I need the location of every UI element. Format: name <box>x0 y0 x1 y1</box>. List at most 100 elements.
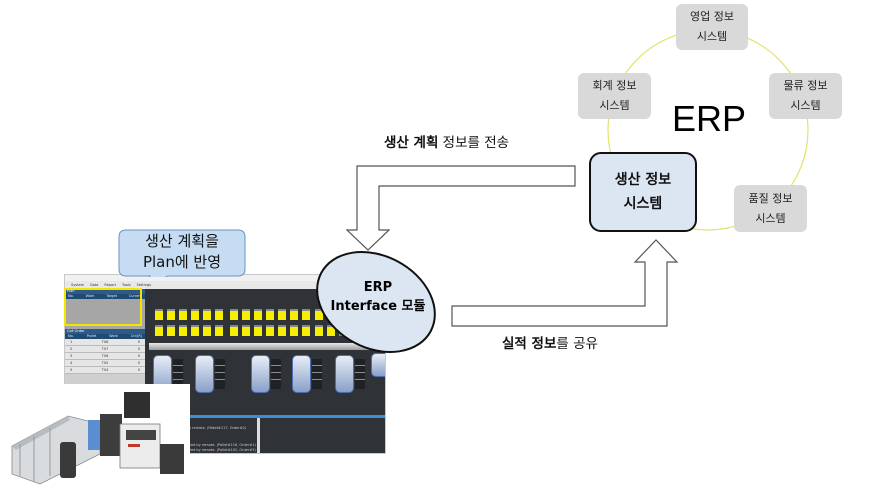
production-system-box: 생산 정보 시스템 <box>589 152 697 232</box>
pallet-slot <box>290 309 298 320</box>
machine-status-panel <box>312 359 322 389</box>
interface-module-line1: ERP <box>363 280 393 295</box>
call-col-no: No. <box>68 334 74 338</box>
row-cnt: 0 <box>137 340 140 344</box>
row-no: 3 <box>70 354 73 358</box>
interface-module-label: ERP Interface 모듈 <box>316 278 440 316</box>
pallet-slot <box>191 309 199 320</box>
row-no: 4 <box>70 361 73 365</box>
plan-col-target: Target <box>106 294 118 298</box>
transfer-rail <box>149 343 385 350</box>
log-line: y remote. (Pallet#117, Order#2) <box>189 426 247 430</box>
row-cnt: 0 <box>137 354 140 358</box>
machine-status-panel <box>173 359 183 389</box>
pallet-slot <box>266 325 274 336</box>
row-cnt: 0 <box>137 361 140 365</box>
sw-menu-tools: Tools <box>122 283 131 287</box>
call-order-row: 1 T06 0 <box>65 339 145 346</box>
pallet-slot <box>302 325 310 336</box>
pallet-slot <box>215 309 223 320</box>
pallet-slot <box>315 325 323 336</box>
send-plan-label-rest: 정보를 전송 <box>438 135 510 151</box>
row-pallet: T06 <box>101 340 109 344</box>
pallet-slot <box>230 325 238 336</box>
plan-col-current: Current <box>128 294 142 298</box>
plan-panel-columns: No. Work Target Current <box>65 294 145 299</box>
call-col-cnt: Cnt(R) <box>130 334 142 338</box>
pallet-slot <box>179 309 187 320</box>
share-results-label: 실적 정보를 공유 <box>502 332 598 352</box>
log-panel-header <box>149 415 385 418</box>
sw-titlebar <box>65 275 385 281</box>
machine-unit <box>371 353 385 377</box>
log-line: lled by remote. (Pallet#102, Order#3) <box>189 448 256 452</box>
callout-text: 생산 계획을 Plan에 반영 <box>118 231 246 273</box>
callout-bubble <box>118 229 246 277</box>
quality-system-line2: 시스템 <box>755 211 786 225</box>
row-pallet: T05 <box>101 361 109 365</box>
send-plan-label: 생산 계획 정보를 전송 <box>384 131 509 151</box>
sw-menu-data: Data <box>90 283 99 287</box>
row-cnt: 0 <box>137 347 140 351</box>
fms-machine-illustration <box>11 392 184 485</box>
sales-system-box: 영업 정보 시스템 <box>676 4 748 50</box>
pallet-slot <box>302 309 310 320</box>
call-order-row: 5 T04 0 <box>65 367 145 374</box>
row-no: 5 <box>70 368 73 372</box>
row-pallet: T04 <box>101 368 109 372</box>
pallet-slot <box>155 325 163 336</box>
sales-system-line2: 시스템 <box>696 30 728 43</box>
pallet-slot <box>290 325 298 336</box>
machine-status-panel <box>215 359 225 389</box>
machine-status-panel <box>355 359 365 389</box>
send-plan-arrow <box>345 165 576 251</box>
machine-status-panel <box>271 359 281 389</box>
pallet-slot <box>167 325 175 336</box>
machine-unit <box>292 355 311 393</box>
sw-menubar: System Data Report Tools Settings <box>65 281 385 289</box>
accounting-system-line2: 시스템 <box>599 99 630 112</box>
pallet-slot <box>242 325 250 336</box>
row-no: 2 <box>70 347 73 351</box>
pallet-slot <box>278 325 286 336</box>
accounting-system-box: 회계 정보 시스템 <box>578 73 651 119</box>
plan-col-no: No. <box>68 294 74 298</box>
sales-system-line1: 영업 정보 <box>690 10 734 23</box>
production-system-line2: 시스템 <box>623 196 663 212</box>
fms-machine-photo <box>0 384 190 492</box>
plan-panel-title: Plan <box>65 289 145 294</box>
pallet-slot <box>191 325 199 336</box>
pallet-slot <box>266 309 274 320</box>
quality-system-line1: 품질 정보 <box>748 191 793 205</box>
pallet-slot <box>327 325 335 336</box>
machine-unit <box>195 355 214 393</box>
pallet-slot <box>215 325 223 336</box>
log-line: lled by remote. (Pallet#116, Order#1) <box>189 443 256 447</box>
pallet-slot <box>203 325 211 336</box>
pallet-slot <box>351 325 359 336</box>
call-order-columns: No. Pallet Work Cnt(R) <box>65 334 145 339</box>
pallet-slot <box>254 309 262 320</box>
callout-line1: 생산 계획을 <box>145 232 219 250</box>
logistics-system-line2: 시스템 <box>790 99 821 112</box>
call-order-row: 2 T07 0 <box>65 346 145 353</box>
row-cnt: 0 <box>137 368 140 372</box>
pallet-slot <box>203 309 211 320</box>
call-col-pallet: Pallet <box>86 334 97 338</box>
row-pallet: T07 <box>101 347 109 351</box>
pallet-slot <box>254 325 262 336</box>
pallet-slot <box>179 325 187 336</box>
callout-line2: Plan에 반영 <box>142 253 222 271</box>
sw-menu-report: Report <box>104 283 117 287</box>
pallet-slot <box>339 325 347 336</box>
sw-menu-system: System <box>71 283 85 287</box>
erp-title: ERP <box>672 98 747 139</box>
send-plan-label-bold: 생산 계획 <box>384 135 439 151</box>
call-order-title: Call Order <box>65 329 145 334</box>
share-results-label-rest: 를 공유 <box>556 336 598 352</box>
logistics-system-box: 물류 정보 시스템 <box>769 73 842 119</box>
plan-col-work: Work <box>85 294 95 298</box>
row-no: 1 <box>70 340 73 344</box>
share-results-label-bold: 실적 정보 <box>502 336 557 352</box>
